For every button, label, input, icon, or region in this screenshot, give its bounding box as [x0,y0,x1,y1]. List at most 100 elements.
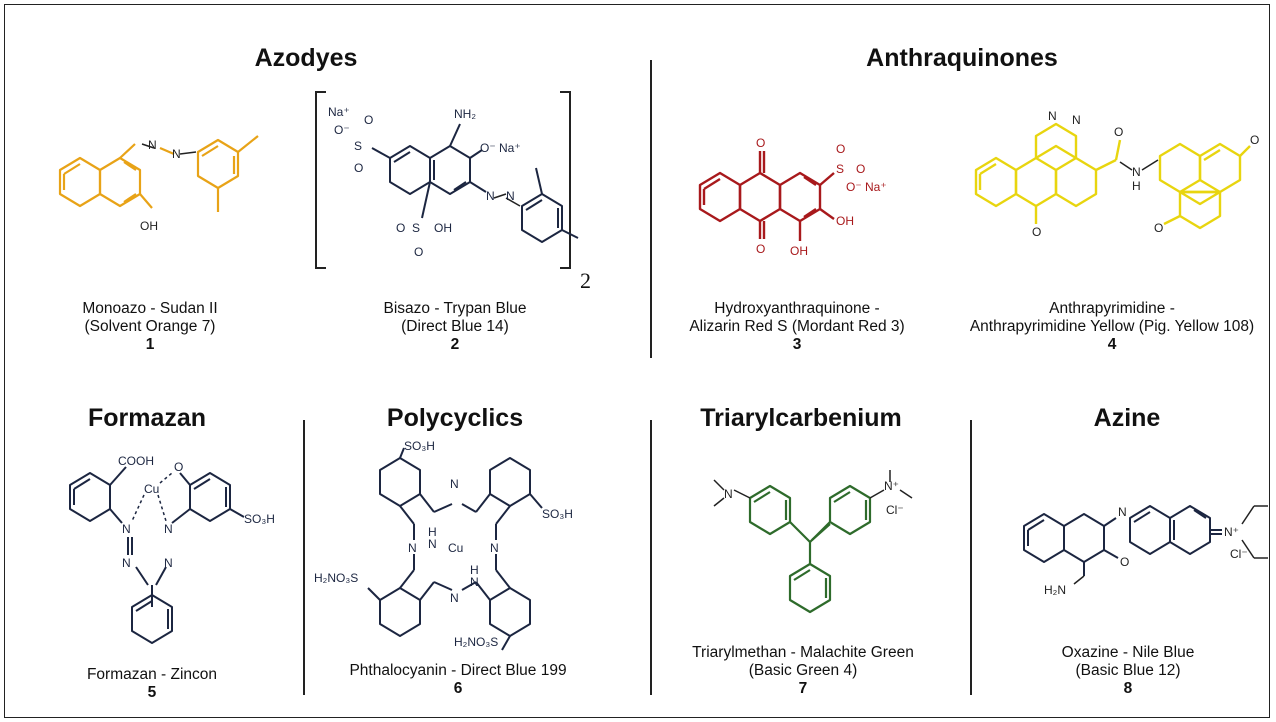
atom-label: O [756,242,765,256]
atom-label: S [836,162,844,176]
atom-label: N [408,541,417,555]
heading-azine: Azine [1093,404,1161,432]
caption-compound-2: Bisazo - Trypan Blue (Direct Blue 14) 2 [383,300,526,354]
atom-label: N [1132,165,1141,179]
atom-label: N [1048,109,1057,123]
skeleton-lines [367,447,543,651]
atom-label: H [1132,179,1141,193]
atom-label: OH [790,244,808,258]
atom-label: SO₃H [244,512,275,526]
atom-label: O⁻ Na⁺ [480,141,521,155]
atom-label: N [450,591,459,605]
skeleton-lines [371,123,579,243]
structure-alizarin-red-s: O O S O O O⁻ Na⁺ OH OH [698,136,887,258]
atom-label: O [856,162,865,176]
atom-label: H₂N [1044,583,1066,597]
atom-label: N⁺ [1224,525,1239,539]
caption-line-1: Bisazo - Trypan Blue [383,300,527,317]
compound-number: 5 [147,684,157,701]
caption-line-2: (Direct Blue 14) [401,318,509,335]
atom-label: N [164,556,173,570]
caption-line-1: Monoazo - Sudan II [82,300,218,317]
repeat-subscript: 2 [580,268,591,293]
compound-number: 7 [798,680,808,697]
caption-line-1: Anthrapyrimidine - [1049,300,1175,317]
atom-label: COOH [118,454,154,468]
structure-trypan-blue: Na⁺ O⁻ S O O NH₂ O⁻ Na⁺ N N S OH O O 2 [315,91,591,293]
figure-frame [4,4,1270,718]
atom-label: O⁻ [334,123,350,137]
atom-label: O [756,136,765,150]
atom-label: SO₃H [404,439,435,453]
atom-label: N [490,541,499,555]
skeleton-lines [698,151,835,241]
atom-label: N [172,147,181,161]
atom-label: O [1250,133,1259,147]
atom-label: OH [434,221,452,235]
compound-number: 3 [792,336,802,353]
heading-polycyclics: Polycyclics [386,404,524,432]
atom-label: OH [836,214,854,228]
skeleton-lines [69,466,245,644]
heading-triarylcarbenium: Triarylcarbenium [700,404,902,432]
atom-label: N [486,189,495,203]
caption-line-2: (Solvent Orange 7) [84,318,216,335]
atom-label: N [1118,505,1127,519]
separator-top [650,60,652,358]
atom-label: O [174,460,183,474]
compound-number: 1 [145,336,155,353]
caption-line-1: Triarylmethan - Malachite Green [692,644,914,661]
caption-compound-5: Formazan - Zincon 5 [87,666,217,702]
atom-label: N [164,522,173,536]
atom-label: N [724,487,733,501]
skeleton-lines [58,135,259,212]
atom-label: N [122,522,131,536]
atom-label: N [470,575,479,589]
caption-compound-4: Anthrapyrimidine - Anthrapyrimidine Yell… [970,300,1254,354]
compound-number: 2 [450,336,460,353]
caption-line-1: Hydroxyanthraquinone - [714,300,880,317]
separator-bottom-3 [970,420,972,695]
atom-label: OH [140,219,158,233]
caption-compound-8: Oxazine - Nile Blue (Basic Blue 12) 8 [1062,644,1195,698]
atom-label: O [364,113,373,127]
skeleton-lines [748,484,872,614]
structure-anthrapyrimidine-yellow: N N O N H O O O [974,109,1259,239]
heading-formazan: Formazan [87,404,207,432]
atom-label: O [414,245,423,259]
compound-number: 6 [453,680,463,697]
atom-label: H [470,563,479,577]
atom-label: Cu [448,541,463,555]
atom-label: O [1154,221,1163,235]
atom-label: O⁻ Na⁺ [846,180,887,194]
caption-compound-7: Triarylmethan - Malachite Green (Basic G… [692,644,914,698]
atom-label: Cu [144,482,159,496]
structure-zincon: COOH O Cu N N N N SO₃H [69,454,275,644]
structure-malachite-green: N N⁺ Cl⁻ [713,470,913,614]
caption-line-1: Formazan - Zincon [86,666,218,683]
atom-label: H [428,525,437,539]
atom-label: H₂NO₃S [454,635,498,649]
skeleton-lines [974,122,1251,230]
atom-label: Cl⁻ [886,503,904,517]
atom-label: N [148,138,157,152]
atom-label: O [396,221,405,235]
atom-label: O [1032,225,1041,239]
bracket [315,91,571,269]
atom-label: Cl⁻ [1230,547,1248,561]
caption-line-1: Oxazine - Nile Blue [1061,644,1195,661]
caption-line-2: (Basic Green 4) [748,662,858,679]
compound-number: 8 [1123,680,1133,697]
atom-label: N [1072,113,1081,127]
compound-number: 4 [1107,336,1117,353]
atom-label: Na⁺ [328,105,350,119]
atom-label: NH₂ [454,107,476,121]
atom-label: N [428,537,437,551]
atom-label: S [412,221,420,235]
caption-compound-6: Phthalocyanin - Direct Blue 199 6 [349,662,566,698]
heading-anthraquinones: Anthraquinones [866,44,1058,72]
atom-label: SO₃H [542,507,573,521]
structure-nile-blue: N O N⁺ Cl⁻ H₂N [1023,505,1268,597]
separator-bottom-2 [650,420,652,695]
heading-azodyes: Azodyes [254,44,358,72]
